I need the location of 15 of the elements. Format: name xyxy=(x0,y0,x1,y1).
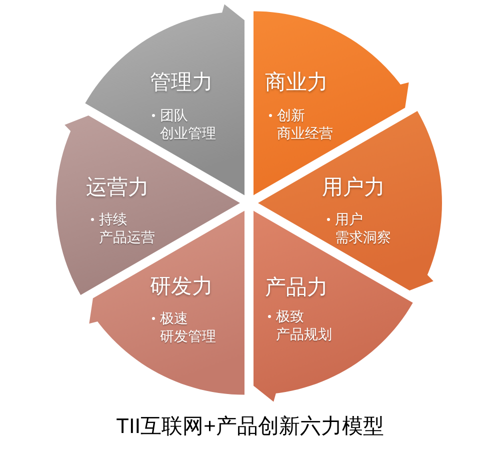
segment-title: 商业力 xyxy=(265,70,328,95)
segment-description: 极致产品规划 xyxy=(276,307,333,343)
segment-title: 管理力 xyxy=(150,70,213,95)
segment-description: 持续产品运营 xyxy=(99,210,156,246)
segment-title: 运营力 xyxy=(86,175,149,200)
cycle-segment xyxy=(253,210,413,402)
segment-description: 创新商业经营 xyxy=(277,106,334,142)
cycle-segment xyxy=(89,210,245,395)
segment-title: 研发力 xyxy=(150,274,213,299)
segment-description: 用户需求洞察 xyxy=(335,210,392,246)
segment-title: 用户力 xyxy=(322,175,385,200)
segment-description: 极速研发管理 xyxy=(160,309,217,345)
segment-title: 产品力 xyxy=(265,275,328,300)
segment-description: 团队创业管理 xyxy=(160,106,217,142)
caption: TII互联网+产品创新六力模型 xyxy=(116,414,384,440)
